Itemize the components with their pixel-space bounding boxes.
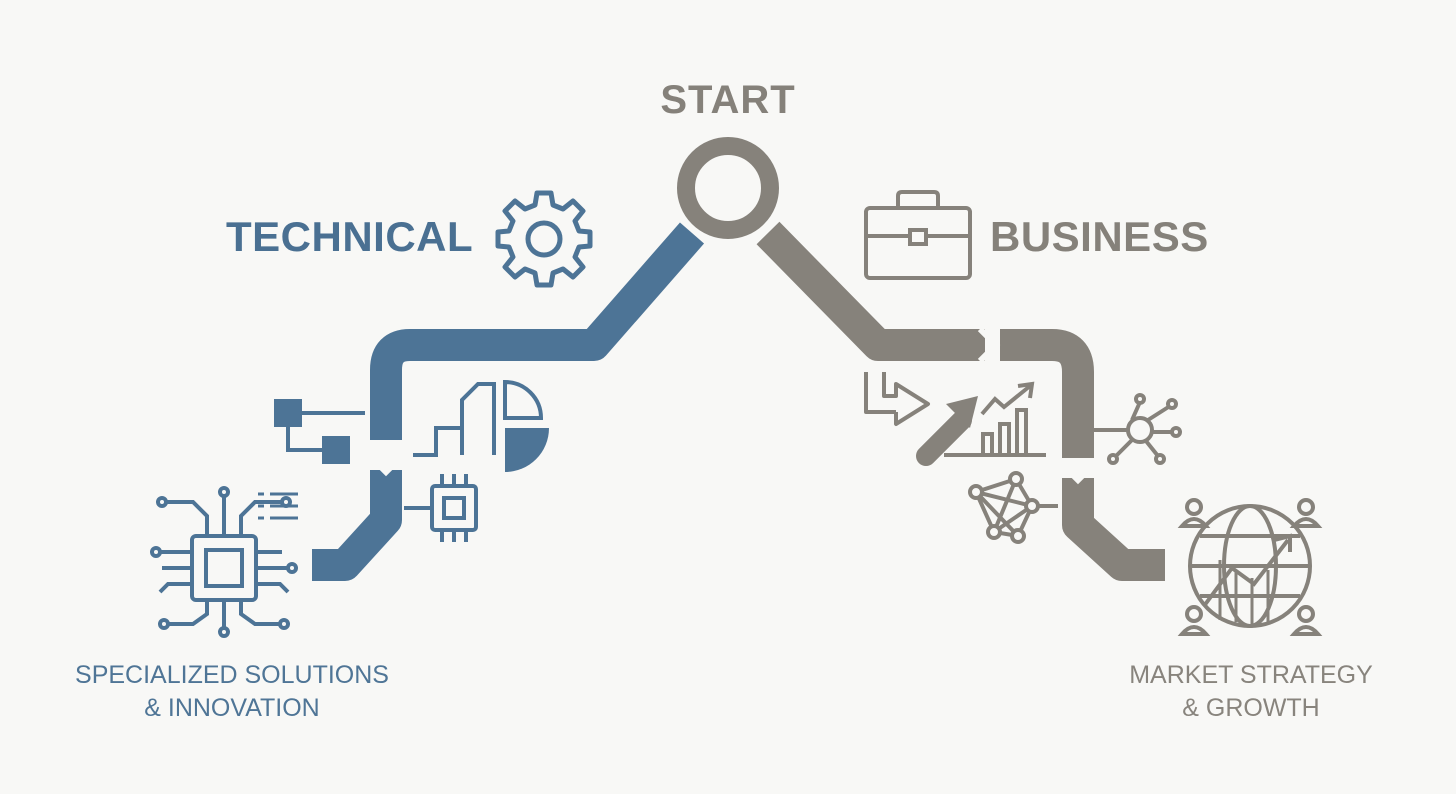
technical-outcome: SPECIALIZED SOLUTIONS & INNOVATION — [52, 659, 412, 725]
growth-arrow-icon — [916, 396, 978, 466]
bar-pie-chart-icon — [413, 379, 549, 472]
gear-icon — [495, 190, 593, 288]
business-title: BUSINESS — [990, 213, 1209, 260]
briefcase-icon — [864, 190, 972, 280]
technical-outcome-line-1: SPECIALIZED SOLUTIONS — [75, 661, 389, 689]
technical-path — [312, 222, 705, 581]
mesh-network-icon — [968, 471, 1058, 544]
rising-bar-chart-icon — [944, 381, 1046, 457]
microchip-icon — [404, 474, 478, 542]
business-outcome: MARKET STRATEGY & GROWTH — [1096, 659, 1406, 725]
technical-path-notch — [363, 449, 409, 477]
start-label: START — [660, 78, 796, 122]
process-arrow-icon — [864, 372, 930, 426]
technical-title: TECHNICAL — [226, 213, 474, 260]
business-outcome-line-2: & GROWTH — [1182, 694, 1320, 722]
start-node — [677, 137, 779, 239]
business-outcome-line-1: MARKET STRATEGY — [1129, 661, 1373, 689]
business-path-notch-1 — [977, 326, 1001, 364]
business-path-notch-2 — [1057, 459, 1099, 485]
circuit-board-chip-icon — [150, 486, 298, 638]
hub-network-icon — [1094, 393, 1182, 465]
business-path — [756, 221, 1165, 581]
flowchart-icon — [274, 399, 365, 464]
globe-people-growth-icon — [1177, 498, 1323, 636]
technical-outcome-line-2: & INNOVATION — [144, 694, 320, 722]
